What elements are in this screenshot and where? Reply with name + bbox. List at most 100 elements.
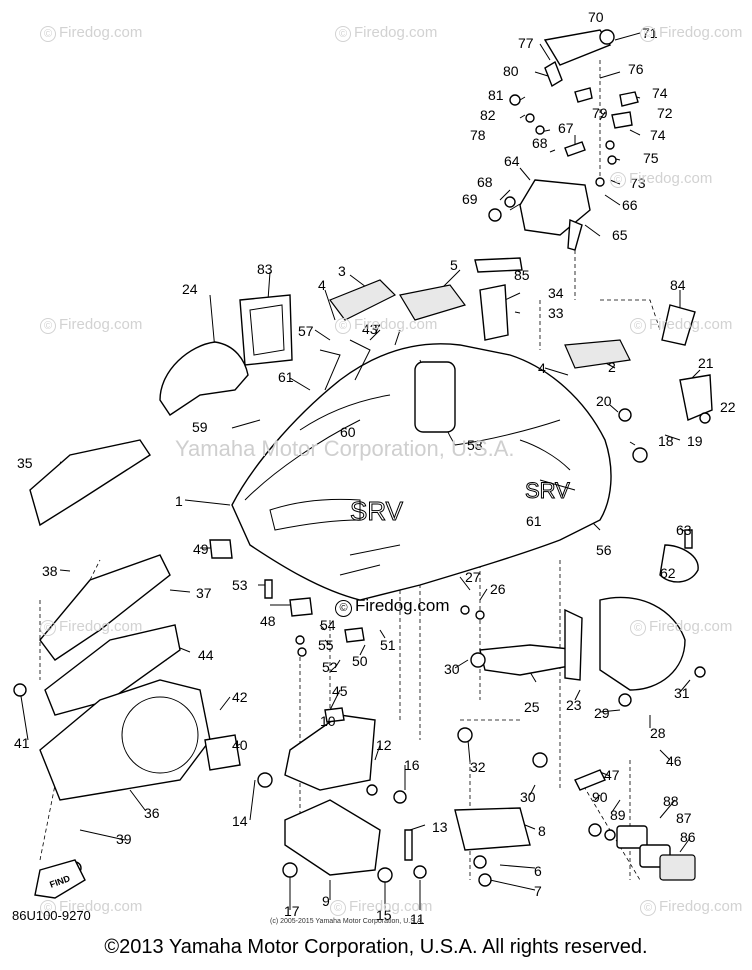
callout-38: 38 (42, 563, 58, 579)
callout-41: 41 (14, 735, 30, 751)
callout-8: 8 (538, 823, 546, 839)
callout-50: 50 (352, 653, 368, 669)
callout-54: 54 (320, 617, 336, 633)
callout-23: 23 (566, 697, 582, 713)
callout-34: 34 (548, 285, 564, 301)
callout-69: 69 (462, 191, 478, 207)
callout-4: 4 (318, 277, 326, 293)
watermark: ©Firedog.com (630, 316, 732, 334)
callout-57: 57 (298, 323, 314, 339)
callout-64: 64 (504, 153, 520, 169)
callout-80: 80 (503, 63, 519, 79)
hood-shroud: SRV SRV (231, 339, 612, 601)
right-side-parts (479, 374, 713, 791)
callout-65: 65 (612, 227, 628, 243)
watermark: ©Firedog.com (40, 618, 142, 636)
callout-68: 68 (532, 135, 548, 151)
callout-7: 7 (373, 321, 381, 337)
ghost-copyright-watermark: Yamaha Motor Corporation, U.S.A. (175, 436, 515, 461)
watermark: ©Firedog.com (640, 24, 742, 42)
callout-74: 74 (652, 85, 668, 101)
callout-63: 63 (676, 522, 692, 538)
callout-11: 11 (410, 911, 425, 927)
callout-83: 83 (257, 261, 273, 277)
callout-44: 44 (198, 647, 214, 663)
callout-26: 26 (490, 581, 506, 597)
watermark: ©Firedog.com (40, 898, 142, 916)
bottom-parts (257, 579, 696, 887)
callout-25: 25 (524, 699, 540, 715)
callout-55: 55 (318, 637, 334, 653)
callout-78: 78 (470, 127, 486, 143)
callout-58: 58 (467, 437, 483, 453)
callout-85: 85 (514, 267, 530, 283)
callout-82: 82 (480, 107, 496, 123)
callout-4: 4 (538, 360, 546, 376)
svg-text:SRV: SRV (525, 478, 570, 503)
callout-67: 67 (558, 120, 574, 136)
callout-45: 45 (332, 683, 348, 699)
callout-48: 48 (260, 613, 276, 629)
callout-84: 84 (670, 277, 686, 293)
callout-3: 3 (338, 263, 346, 279)
callout-30: 30 (444, 661, 460, 677)
watermark: ©Firedog.com (610, 170, 712, 188)
callout-51: 51 (380, 637, 396, 653)
svg-text:SRV: SRV (350, 496, 404, 526)
callout-35: 35 (17, 455, 33, 471)
footer-copyright: ©2013 Yamaha Motor Corporation, U.S.A. A… (104, 936, 648, 958)
callout-10: 10 (320, 713, 336, 729)
callout-77: 77 (518, 35, 534, 51)
callout-9: 9 (322, 893, 330, 909)
callout-42: 42 (232, 689, 248, 705)
callout-5: 5 (450, 257, 458, 273)
callout-39: 39 (116, 831, 132, 847)
callout-43: 43 (362, 321, 378, 337)
callout-37: 37 (196, 585, 212, 601)
callout-14: 14 (232, 813, 248, 829)
callout-49: 49 (193, 541, 209, 557)
callout-90: 90 (592, 789, 608, 805)
callout-88: 88 (663, 793, 679, 809)
callout-21: 21 (698, 355, 714, 371)
callout-24: 24 (182, 281, 198, 297)
watermark: ©Firedog.com (40, 316, 142, 334)
watermark: ©Firedog.com (335, 24, 437, 42)
watermark: ©Firedog.com (335, 316, 437, 334)
callout-12: 12 (376, 737, 392, 753)
callout-27: 27 (465, 569, 481, 585)
watermark: ©Firedog.com (40, 24, 142, 42)
callout-6: 6 (534, 863, 542, 879)
callout-1: 1 (175, 493, 183, 509)
callout-62: 62 (660, 565, 676, 581)
callout-68: 68 (477, 174, 493, 190)
find-arrow-badge: FIND (34, 859, 86, 899)
top-pads (239, 257, 696, 369)
callout-31: 31 (674, 685, 690, 701)
callout-61: 61 (526, 513, 542, 529)
callout-13: 13 (432, 819, 448, 835)
callout-30: 30 (520, 789, 536, 805)
watermark: ©Firedog.com (640, 898, 742, 916)
callout-53: 53 (232, 577, 248, 593)
callout-19: 19 (687, 433, 703, 449)
callout-60: 60 (340, 424, 356, 440)
callout-36: 36 (144, 805, 160, 821)
callout-17: 17 (284, 903, 300, 919)
callout-2: 2 (608, 359, 616, 375)
callout-33: 33 (548, 305, 564, 321)
callout-79: 79 (592, 105, 608, 121)
callout-15: 15 (376, 907, 392, 923)
callout-47: 47 (604, 767, 620, 783)
callout-66: 66 (622, 197, 638, 213)
small-copyright: (c) 2005-2015 Yamaha Motor Corporation, … (270, 918, 424, 925)
callout-40: 40 (232, 737, 248, 753)
windshield-assembly (488, 29, 639, 251)
callout-76: 76 (628, 61, 644, 77)
callout-22: 22 (720, 399, 736, 415)
watermark: ©Firedog.com (330, 898, 432, 916)
callout-81: 81 (488, 87, 504, 103)
callout-75: 75 (643, 150, 659, 166)
